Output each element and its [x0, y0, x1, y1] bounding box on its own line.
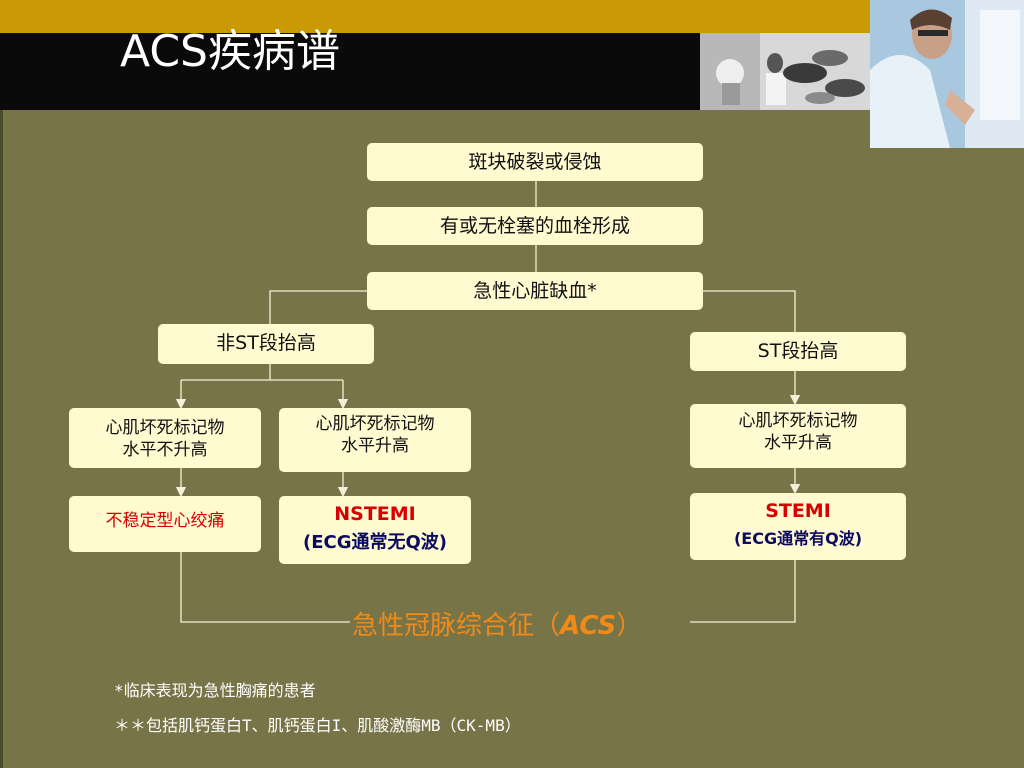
left-edge-strip: [0, 110, 3, 768]
slide-title: ACS疾病谱: [120, 26, 340, 77]
acs-paren-close: ）: [616, 611, 643, 641]
acute-ischemia-box: 急性心脏缺血*: [367, 272, 703, 310]
st-elevation-box: ST段抬高: [690, 332, 906, 371]
acs-paren-open: （: [534, 611, 561, 641]
acs-text: 急性冠脉综合征: [352, 611, 535, 641]
header-gold-bar: [0, 0, 870, 33]
nstemi-ecg-note: (ECG通常无Q波): [302, 532, 448, 553]
marker-raised-line1: 心肌坏死标记物: [315, 414, 435, 434]
nstemi-box: NSTEMI (ECG通常无Q波): [279, 496, 471, 564]
unstable-angina-box: 不稳定型心绞痛: [69, 496, 261, 552]
plaque-rupture-box: 斑块破裂或侵蚀: [367, 143, 703, 181]
footnote-2: ＊＊包括肌钙蛋白T、肌钙蛋白I、肌酸激酶MB（CK-MB）: [114, 716, 521, 735]
non-st-elevation-box: 非ST段抬高: [158, 324, 374, 364]
acs-abbr: ACS: [560, 611, 617, 641]
marker-raised-box-nstemi: 心肌坏死标记物 水平升高: [279, 408, 471, 472]
stemi-box: STEMI (ECG通常有Q波): [690, 493, 906, 560]
stemi-ecg-note: (ECG通常有Q波): [733, 529, 863, 548]
nstemi-label: NSTEMI: [334, 503, 416, 525]
marker-not-raised-line1: 心肌坏死标记物: [105, 418, 225, 438]
header-photo-lab: [700, 33, 870, 110]
marker-not-raised-line2: 水平不升高: [122, 440, 208, 460]
marker-not-raised-box: 心肌坏死标记物 水平不升高: [69, 408, 261, 468]
thrombus-box: 有或无栓塞的血栓形成: [367, 207, 703, 245]
marker-raised-line2: 水平升高: [764, 433, 832, 453]
footnote-1: *临床表现为急性胸痛的患者: [114, 681, 316, 700]
stemi-label: STEMI: [765, 500, 831, 522]
header-photo-doctor: [870, 0, 1024, 148]
header-black-band: [0, 33, 700, 110]
marker-raised-line2: 水平升高: [341, 436, 409, 456]
acs-label: 急性冠脉综合征（ACS）: [352, 605, 642, 642]
marker-raised-box-stemi: 心肌坏死标记物 水平升高: [690, 404, 906, 468]
marker-raised-line1: 心肌坏死标记物: [738, 411, 858, 431]
